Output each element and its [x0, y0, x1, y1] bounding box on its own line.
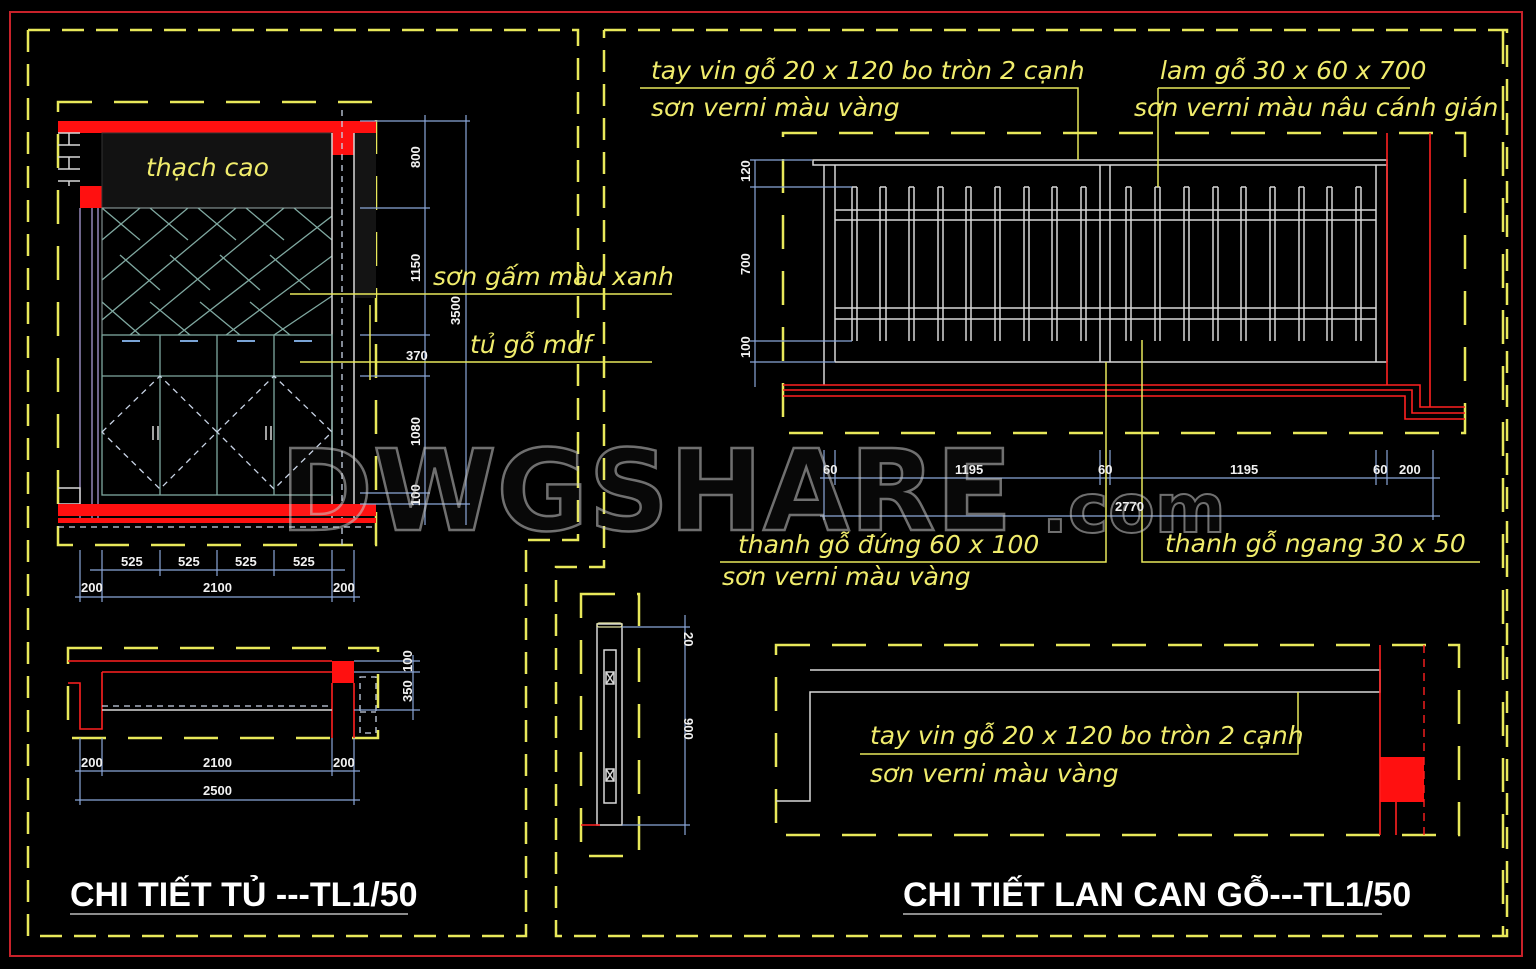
label-tay-vin: tay vin gỗ 20 x 120 bo tròn 2 cạnh: [651, 56, 1085, 85]
rail-dim-700: 700: [738, 253, 753, 275]
plan-dim-200-left: 200: [81, 755, 103, 770]
rail-dim-60-3: 60: [1373, 462, 1387, 477]
plan-dim-2500: 2500: [203, 783, 232, 798]
dim-1150: 1150: [408, 254, 423, 282]
dim-200-left: 200: [81, 580, 103, 595]
dim-525-3: 525: [235, 554, 257, 569]
label-tu-go-mdf: tủ gỗ mdf: [470, 330, 595, 359]
plan-dim-350: 350: [400, 680, 415, 702]
plan-label-tay-vin-finish: sơn verni màu vàng: [870, 759, 1119, 788]
gypsum-ceiling-area: [101, 132, 333, 209]
dim-525-1: 525: [121, 554, 143, 569]
rail-dim-200: 200: [1399, 462, 1421, 477]
leader-lines-cabinet: [290, 293, 672, 380]
dim-3500: 3500: [448, 296, 463, 325]
dim-200-right: 200: [333, 580, 355, 595]
watermark: DWGSHARE: [280, 427, 1012, 557]
watermark-suffix: .com: [1042, 470, 1226, 549]
cabinet-elevation: [56, 100, 470, 602]
cabinet-plan: [66, 646, 420, 805]
rail-dim-1195-1: 1195: [955, 462, 983, 477]
railing-detail-title: CHI TIẾT LAN CAN GỖ---TL1/50: [903, 876, 1411, 914]
railing-elevation: [640, 30, 1505, 936]
dim-370: 370: [406, 348, 428, 363]
plan-dim-100: 100: [400, 650, 415, 672]
label-thach-cao: thạch cao: [146, 153, 269, 182]
label-lam-go-finish: sơn verni màu nâu cánh gián: [1134, 93, 1498, 122]
dim-800: 800: [408, 146, 423, 168]
dim-2100: 2100: [203, 580, 232, 595]
railing-plan: [774, 643, 1461, 837]
railing-panel-border: [554, 28, 1509, 938]
dim-100: 100: [408, 484, 423, 506]
rail-dim-60-1: 60: [823, 462, 837, 477]
sheet-border: [9, 11, 1523, 957]
label-lam-go: lam gỗ 30 x 60 x 700: [1160, 56, 1426, 85]
dim-1080: 1080: [408, 417, 423, 446]
label-thanh-dung-finish: sơn verni màu vàng: [722, 562, 971, 591]
cabinet-panel-border: [26, 28, 580, 938]
rail-dim-120: 120: [738, 160, 753, 182]
rail-dim-60-2: 60: [1098, 462, 1112, 477]
section-dim-900: 900: [681, 718, 696, 740]
plan-dim-2100: 2100: [203, 755, 232, 770]
railing-section: [579, 592, 690, 858]
label-thanh-dung: thanh gỗ đứng 60 x 100: [738, 530, 1039, 559]
label-son-gam: sơn gấm màu xanh: [433, 262, 674, 291]
rail-dim-1195-2: 1195: [1230, 462, 1258, 477]
section-dim-20: 20: [681, 632, 696, 646]
cabinet-detail-title: CHI TIẾT TỦ ---TL1/50: [70, 876, 418, 914]
rail-dim-100: 100: [738, 336, 753, 358]
dim-525-2: 525: [178, 554, 200, 569]
plan-dim-200-right: 200: [333, 755, 355, 770]
dim-525-4: 525: [293, 554, 315, 569]
label-tay-vin-finish: sơn verni màu vàng: [651, 93, 900, 122]
label-thanh-ngang: thanh gỗ ngang 30 x 50: [1165, 529, 1466, 558]
rail-dim-2770: 2770: [1115, 499, 1144, 514]
plan-label-tay-vin: tay vin gỗ 20 x 120 bo tròn 2 cạnh: [870, 721, 1304, 750]
